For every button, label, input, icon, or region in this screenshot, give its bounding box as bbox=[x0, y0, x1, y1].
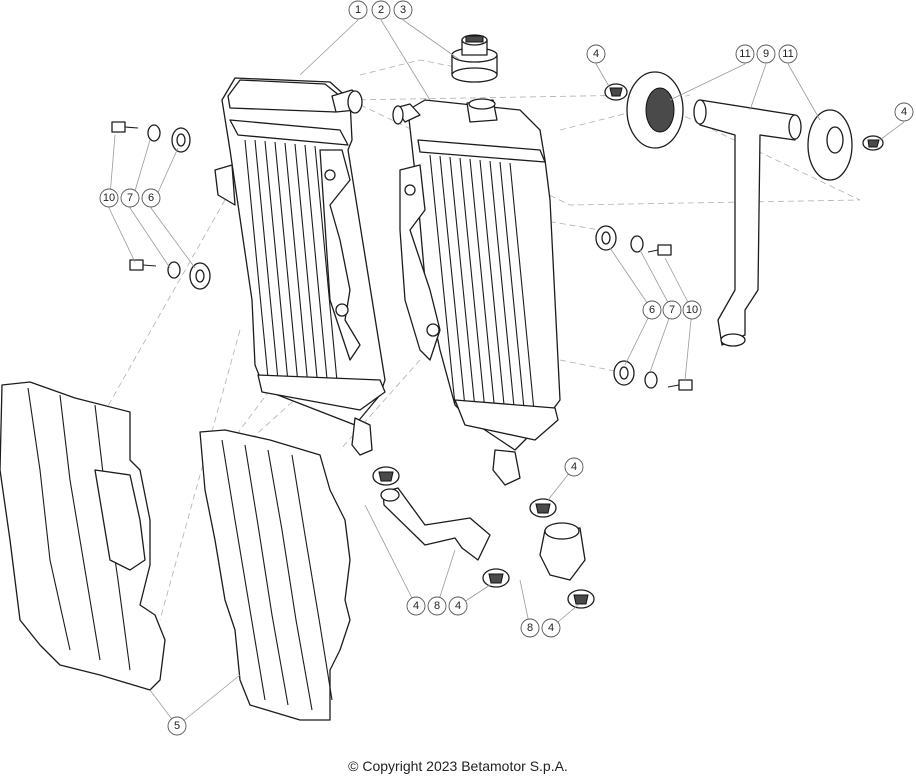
svg-text:11: 11 bbox=[739, 48, 750, 60]
svg-text:1: 1 bbox=[355, 4, 361, 16]
svg-text:8: 8 bbox=[434, 600, 440, 612]
callout-4-hose-left: 4 bbox=[406, 596, 426, 616]
svg-text:4: 4 bbox=[455, 600, 461, 612]
svg-text:4: 4 bbox=[593, 48, 599, 60]
hose-clamps bbox=[372, 83, 884, 609]
callout-1: 1 bbox=[348, 0, 368, 20]
t-hose bbox=[693, 99, 802, 347]
hoses bbox=[380, 487, 586, 581]
cover-discs bbox=[626, 71, 853, 181]
svg-text:4: 4 bbox=[901, 106, 907, 118]
callout-6-right: 6 bbox=[642, 300, 662, 320]
callout-3: 3 bbox=[393, 0, 413, 20]
svg-text:7: 7 bbox=[127, 192, 133, 204]
radiator-cap bbox=[451, 34, 498, 83]
radiator-guard-right bbox=[199, 429, 351, 721]
callout-11-left: 11 bbox=[735, 44, 755, 64]
svg-text:7: 7 bbox=[669, 304, 675, 316]
callout-7-left: 7 bbox=[120, 188, 140, 208]
callout-4-mid: 4 bbox=[564, 457, 584, 477]
svg-text:6: 6 bbox=[649, 304, 655, 316]
radiator-guard-left bbox=[0, 381, 166, 691]
callout-4-hose-right: 4 bbox=[541, 618, 561, 638]
svg-text:8: 8 bbox=[527, 622, 533, 634]
callout-10-left: 10 bbox=[99, 188, 119, 208]
mounting-hardware bbox=[111, 121, 693, 391]
svg-text:9: 9 bbox=[763, 48, 769, 60]
callout-11-right: 11 bbox=[778, 44, 798, 64]
callout-8-right: 8 bbox=[520, 618, 540, 638]
svg-text:4: 4 bbox=[571, 461, 577, 473]
svg-text:4: 4 bbox=[413, 600, 419, 612]
callout-4-hose-mid: 4 bbox=[448, 596, 468, 616]
callout-7-right: 7 bbox=[662, 300, 682, 320]
svg-text:6: 6 bbox=[148, 192, 154, 204]
svg-text:10: 10 bbox=[103, 192, 115, 204]
callout-4-right: 4 bbox=[894, 102, 914, 122]
svg-text:4: 4 bbox=[548, 622, 554, 634]
callout-8-left: 8 bbox=[427, 596, 447, 616]
callout-2: 2 bbox=[371, 0, 391, 20]
left-radiator bbox=[214, 77, 386, 456]
callout-9: 9 bbox=[756, 44, 776, 64]
svg-text:2: 2 bbox=[378, 4, 384, 16]
right-radiator bbox=[392, 98, 561, 486]
svg-text:10: 10 bbox=[686, 304, 698, 316]
copyright-notice: © Copyright 2023 Betamotor S.p.A. bbox=[348, 758, 568, 774]
svg-text:3: 3 bbox=[400, 4, 406, 16]
callout-10-right: 10 bbox=[682, 300, 702, 320]
callout-5: 5 bbox=[167, 716, 187, 736]
svg-text:11: 11 bbox=[782, 48, 793, 60]
callout-6-left: 6 bbox=[141, 188, 161, 208]
svg-text:5: 5 bbox=[174, 720, 180, 732]
callout-4-top: 4 bbox=[586, 44, 606, 64]
